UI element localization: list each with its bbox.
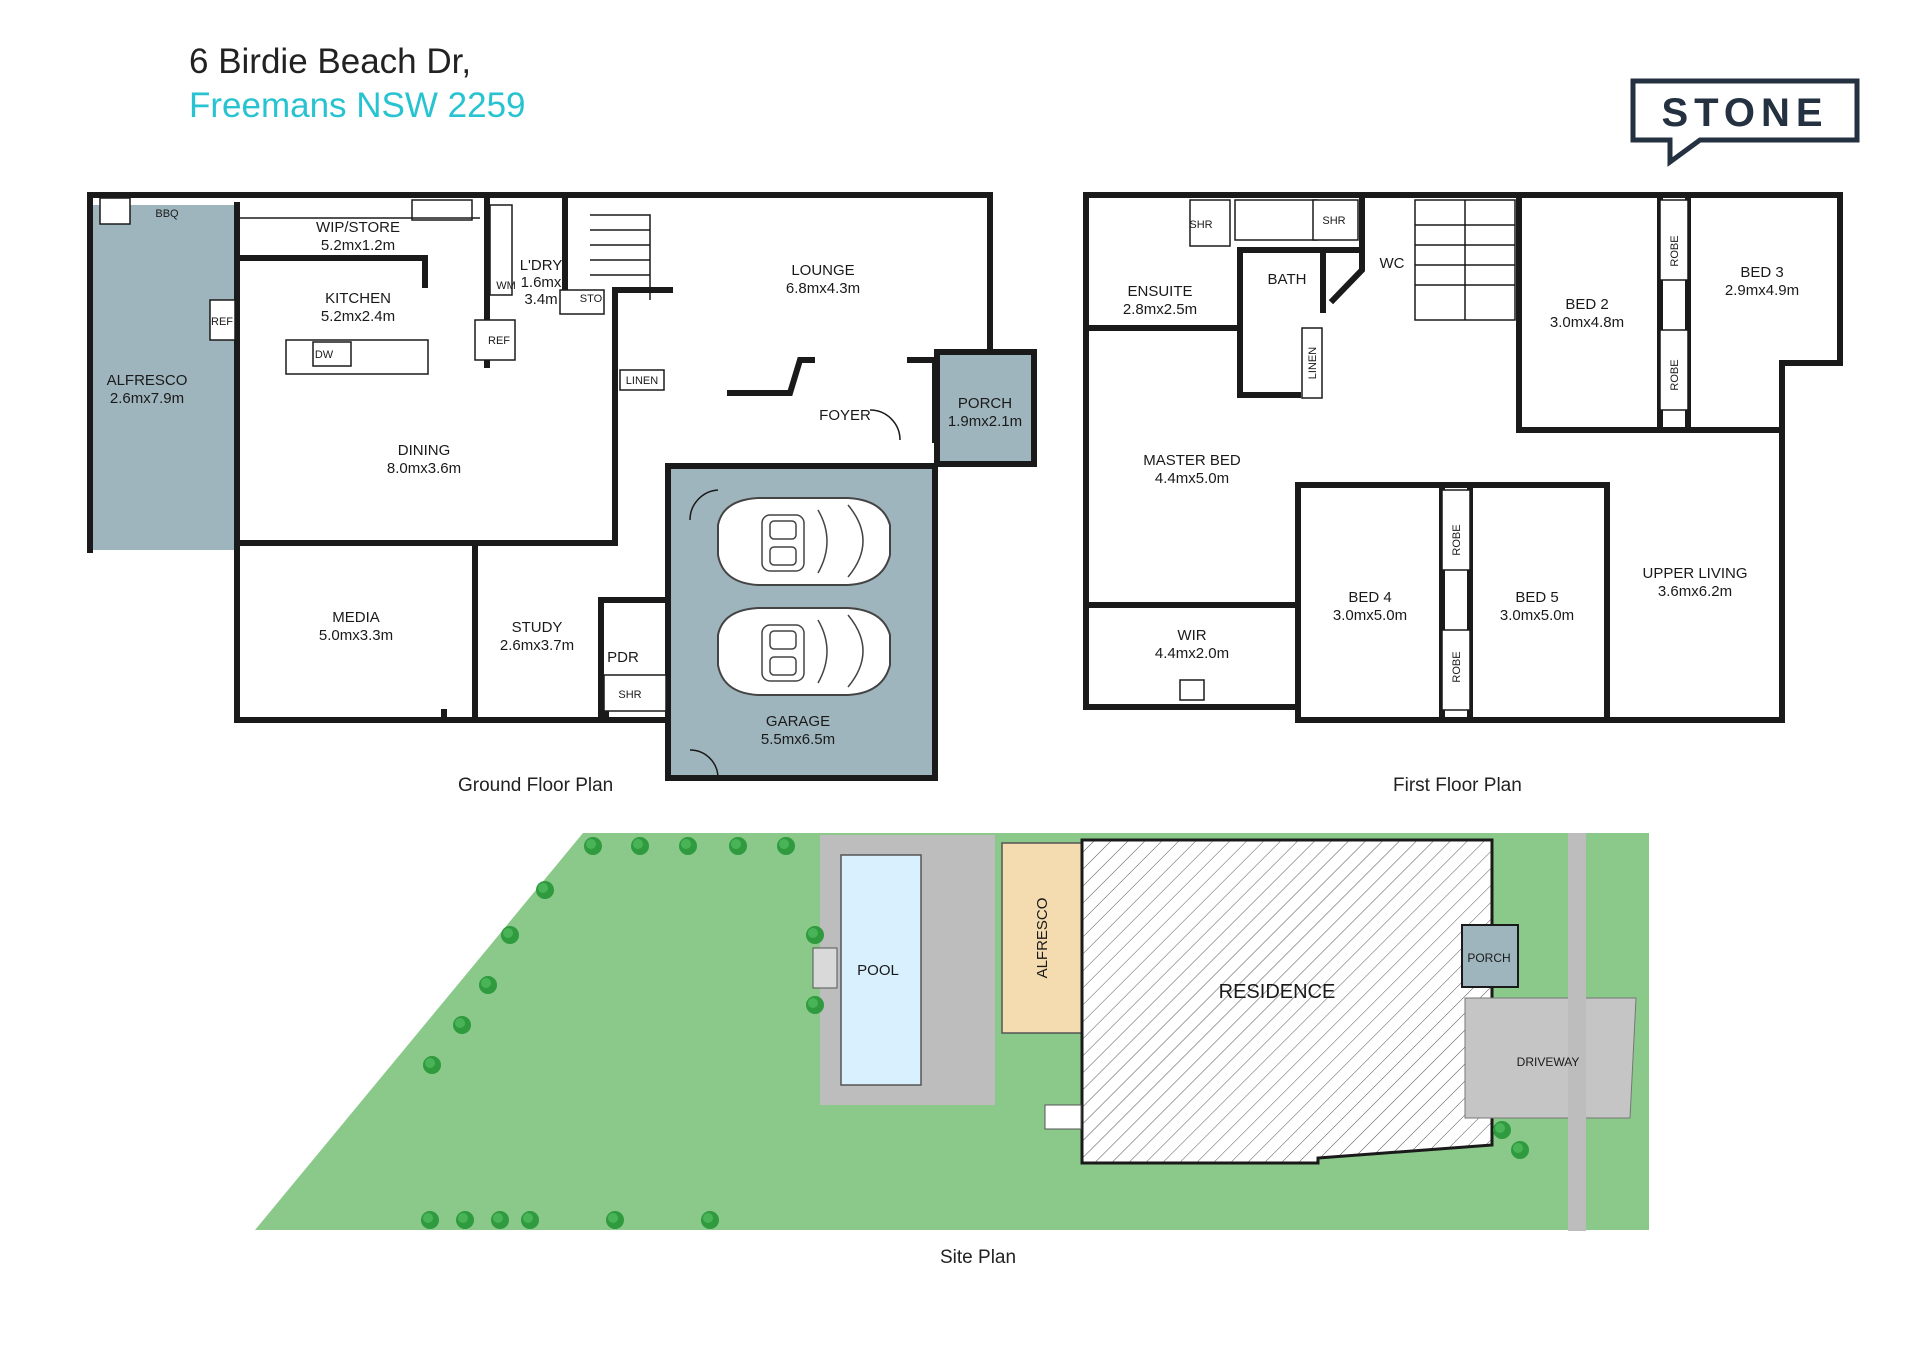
study-size: 2.6mx3.7m (500, 637, 574, 654)
first-floor-plan: ENSUITE 2.8mx2.5m BED 2 3.0mx4.8m BED 3 … (1083, 192, 1843, 723)
bed5-name: BED 5 (1515, 589, 1558, 606)
foyer-label: FOYER (819, 407, 871, 424)
first-floor-caption: First Floor Plan (1393, 775, 1522, 796)
dw-label: DW (315, 349, 334, 361)
bed2-name: BED 2 (1565, 296, 1608, 313)
sto-label: STO (580, 293, 603, 305)
bed2-size: 3.0mx4.8m (1550, 314, 1624, 331)
pool-label: POOL (857, 962, 899, 979)
lounge-size: 6.8mx4.3m (786, 280, 860, 297)
garage-size: 5.5mx6.5m (761, 731, 835, 748)
ensuite-size: 2.8mx2.5m (1123, 301, 1197, 318)
site-plan: POOL ALFRESCO RESIDENCE PORCH DRIVEWAY (255, 833, 1649, 1231)
porch-size: 1.9mx2.1m (948, 413, 1022, 430)
residence-label: RESIDENCE (1219, 981, 1336, 1003)
driveway-label: DRIVEWAY (1517, 1055, 1580, 1069)
alfresco-size: 2.6mx7.9m (110, 390, 184, 407)
wc-label: WC (1380, 255, 1405, 272)
address-street: 6 Birdie Beach Dr, (189, 42, 472, 81)
wir-size: 4.4mx2.0m (1155, 645, 1229, 662)
laundry-size-2: 3.4m (524, 291, 557, 308)
wip-size: 5.2mx1.2m (321, 237, 395, 254)
bbq-label: BBQ (155, 208, 179, 220)
upper-living-name: UPPER LIVING (1642, 565, 1747, 582)
media-name: MEDIA (332, 609, 380, 626)
bed4-name: BED 4 (1348, 589, 1391, 606)
garage-name: GARAGE (766, 713, 830, 730)
kitchen-size: 5.2mx2.4m (321, 308, 395, 325)
master-size: 4.4mx5.0m (1155, 470, 1229, 487)
ensuite-name: ENSUITE (1127, 283, 1192, 300)
alfresco-area (87, 205, 237, 550)
linen-label: LINEN (626, 375, 658, 387)
wm-label: WM (496, 280, 516, 292)
residence-area (1080, 838, 1494, 1165)
ground-floor-caption: Ground Floor Plan (458, 775, 614, 796)
alfresco-site-area (1001, 842, 1083, 1034)
shr-label-2: SHR (1322, 215, 1345, 227)
laundry-size: 1.6mx (521, 274, 562, 291)
robe-label-4: ROBE (1451, 651, 1463, 682)
stone-logo: STONE (1630, 78, 1860, 167)
porch-name: PORCH (958, 395, 1012, 412)
logo-text: STONE (1661, 91, 1828, 135)
media-size: 5.0mx3.3m (319, 627, 393, 644)
bath-label: BATH (1268, 271, 1307, 288)
master-name: MASTER BED (1143, 452, 1241, 469)
laundry-name: L'DRY (520, 257, 563, 274)
linen-label-ff: LINEN (1307, 347, 1319, 379)
ref-label-2: REF (488, 335, 510, 347)
robe-label-3: ROBE (1451, 524, 1463, 555)
address-suburb: Freemans NSW 2259 (189, 86, 526, 125)
lounge-name: LOUNGE (791, 262, 854, 279)
wir-name: WIR (1177, 627, 1206, 644)
porch-site-label: PORCH (1467, 951, 1510, 965)
site-plan-caption: Site Plan (940, 1247, 1017, 1268)
porch-area (937, 352, 1034, 464)
bed4-size: 3.0mx5.0m (1333, 607, 1407, 624)
bed5-size: 3.0mx5.0m (1500, 607, 1574, 624)
ref-label-1: REF (211, 316, 233, 328)
dining-size: 8.0mx3.6m (387, 460, 461, 477)
pool-area (840, 854, 922, 1086)
porch-site-area (1461, 924, 1519, 988)
bed3-name: BED 3 (1740, 264, 1783, 281)
robe-label-2: ROBE (1669, 359, 1681, 390)
alfresco-site-label: ALFRESCO (1034, 898, 1051, 979)
wip-name: WIP/STORE (316, 219, 400, 236)
bed3-size: 2.9mx4.9m (1725, 282, 1799, 299)
kitchen-name: KITCHEN (325, 290, 391, 307)
ground-floor-plan: ALFRESCO 2.6mx7.9m WIP/STORE 5.2mx1.2m K… (87, 192, 1037, 781)
dining-name: DINING (398, 442, 451, 459)
shr-label-1: SHR (1189, 219, 1212, 231)
robe-label-1: ROBE (1669, 235, 1681, 266)
shr-label: SHR (618, 689, 641, 701)
study-name: STUDY (512, 619, 563, 636)
upper-living-size: 3.6mx6.2m (1658, 583, 1732, 600)
pdr-label: PDR (607, 649, 639, 666)
alfresco-name: ALFRESCO (107, 372, 188, 389)
